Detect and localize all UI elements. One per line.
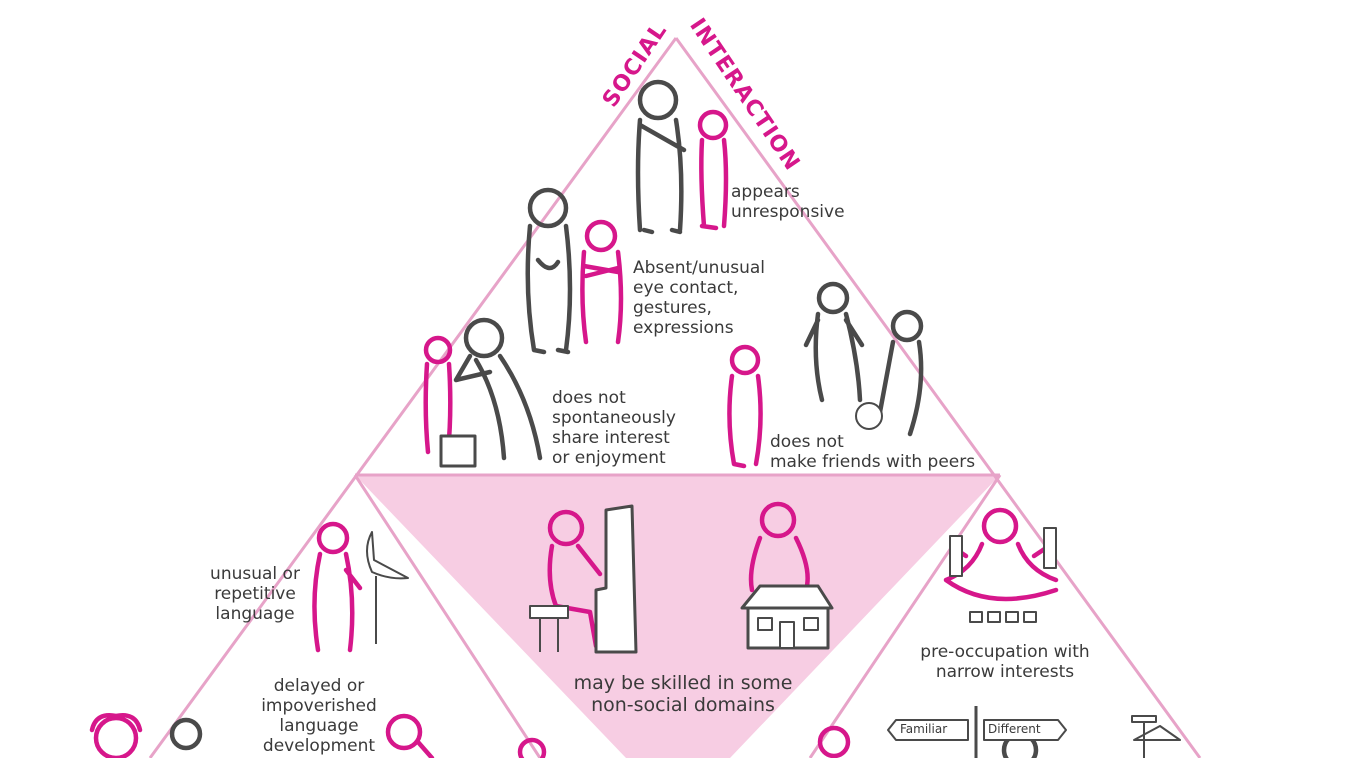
label-skilled: may be skilled in some non-social domain… xyxy=(573,672,793,716)
child-figure-preoccupation xyxy=(943,507,1059,602)
child-figure-unresponsive xyxy=(697,109,729,231)
label-appears-unresponsive: appears unresponsive xyxy=(731,182,845,222)
child-figure-bottom-center xyxy=(517,737,547,758)
child-figure-bottom-right xyxy=(817,725,851,758)
house-icon xyxy=(740,584,834,650)
label-unusual-language: unusual or repetitive language xyxy=(210,564,300,624)
child-figure-bottom-left xyxy=(89,713,143,758)
outer-left-edge xyxy=(148,37,678,758)
child-figure-walking xyxy=(803,281,865,403)
signpost-different: Different xyxy=(988,722,1041,736)
ball-icon xyxy=(855,402,883,430)
adult-figure-eye-contact xyxy=(525,187,573,355)
adult-figure-pointing xyxy=(453,317,543,461)
house-sign-icon xyxy=(1131,715,1181,758)
signpost-icon xyxy=(887,706,1067,758)
child-figure-alone xyxy=(727,344,763,469)
adult-figure-top xyxy=(635,79,687,235)
parrot-icon xyxy=(366,531,409,644)
child-figure-parrot xyxy=(312,521,363,653)
label-friends: does not make friends with peers xyxy=(770,432,976,472)
label-delayed-language: delayed or impoverished language develop… xyxy=(261,676,377,756)
box-icon xyxy=(439,434,477,468)
outer-right-edge xyxy=(674,37,1202,758)
label-share-interest: does not spontaneously share interest or… xyxy=(552,388,676,468)
piano-icon xyxy=(529,504,638,654)
label-eye-contact: Absent/unusual eye contact, gestures, ex… xyxy=(633,258,765,338)
child-figure-crossed-arms xyxy=(580,219,624,345)
child-figure-bottom-language xyxy=(385,713,435,758)
toy-train-icon xyxy=(949,527,1057,623)
child-figure-piano xyxy=(547,509,603,649)
child-figure-building xyxy=(748,501,810,593)
adult-figure-bottom-left xyxy=(169,717,203,751)
label-preoccupation: pre-occupation with narrow interests xyxy=(920,642,1090,682)
signpost-familiar: Familiar xyxy=(900,722,948,736)
